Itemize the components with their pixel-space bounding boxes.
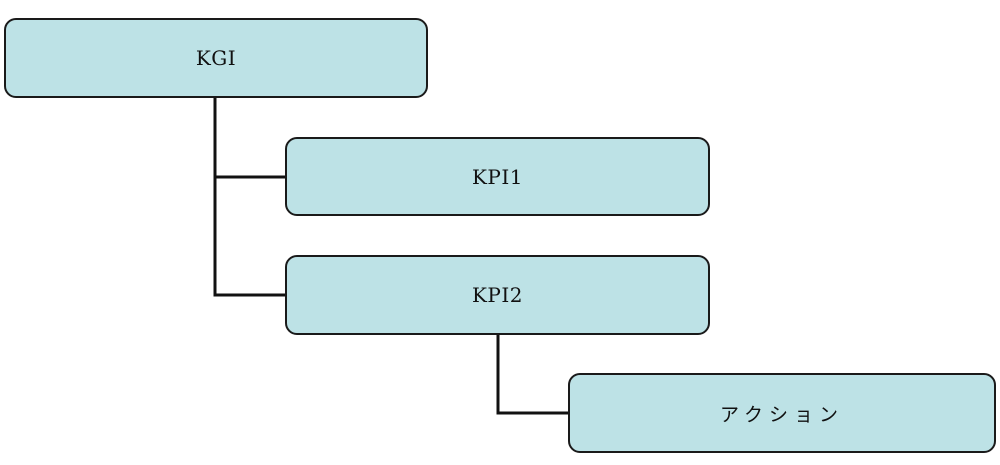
node-kgi[interactable]: KGI (4, 18, 428, 98)
node-action[interactable]: アクション (568, 373, 996, 453)
node-kpi2[interactable]: KPI2 (285, 255, 710, 335)
node-action-label: アクション (719, 403, 845, 426)
node-kpi1-label: KPI1 (471, 164, 524, 189)
node-kgi-label: KGI (195, 46, 237, 70)
node-kpi2-label: KPI2 (471, 283, 524, 307)
node-kpi1[interactable]: KPI1 (285, 137, 710, 216)
